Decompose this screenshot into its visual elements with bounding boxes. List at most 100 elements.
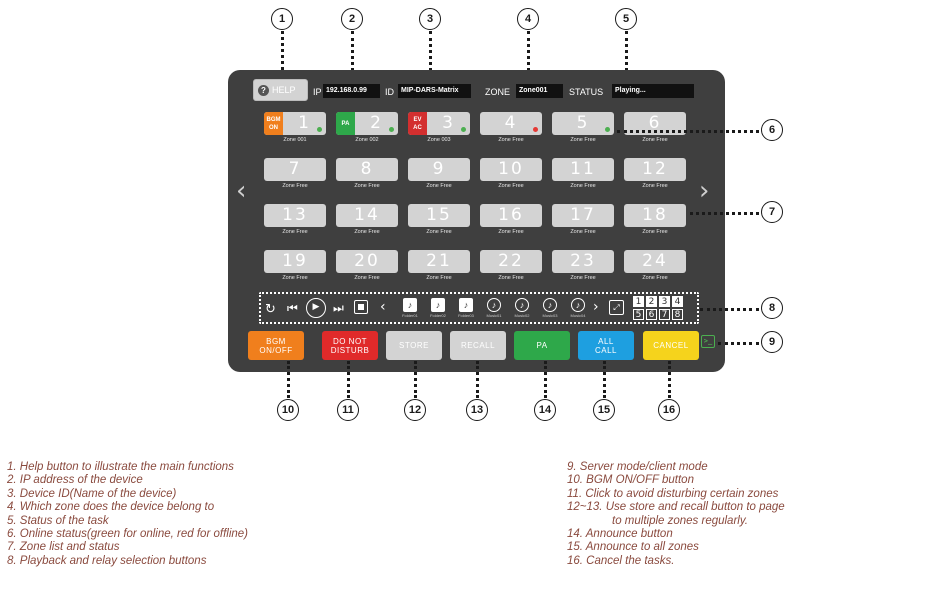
zone-button-16[interactable]: 16	[480, 204, 542, 227]
zone-button-7[interactable]: 7	[264, 158, 326, 181]
help-button[interactable]: ? HELP	[253, 79, 308, 101]
store-button[interactable]: STORE	[386, 331, 442, 360]
legend-item: 3. Device ID(Name of the device)	[7, 487, 177, 500]
relay-5[interactable]: 5	[633, 309, 644, 320]
zone-number: 3	[442, 113, 455, 133]
legend-item: 9. Server mode/client mode	[567, 461, 708, 473]
pa-button[interactable]: PA	[514, 331, 570, 360]
callout-4: 4	[517, 8, 539, 30]
zone-button-4[interactable]: 4	[480, 112, 542, 135]
callout-3: 3	[419, 8, 441, 30]
relay-7[interactable]: 7	[659, 309, 670, 320]
zone-button-15[interactable]: 15	[408, 204, 470, 227]
zone-button-5[interactable]: 5	[552, 112, 614, 135]
online-status-dot	[389, 127, 394, 132]
leader-14	[544, 361, 547, 398]
zone-number: 1	[298, 113, 311, 133]
song-label: Music04	[570, 313, 586, 318]
legend-item: 4. Which zone does the device belong to	[7, 501, 215, 514]
zone-value: Zone001	[516, 84, 563, 98]
legend-item: to multiple zones regularly.	[612, 514, 748, 527]
next-track-icon[interactable]: ⏭	[333, 301, 344, 315]
online-status-dot	[461, 127, 466, 132]
zone-button-11[interactable]: 11	[552, 158, 614, 181]
song-item[interactable]: ♪Folder03	[455, 298, 477, 320]
previous-track-icon[interactable]: ⏮	[287, 301, 298, 315]
legend-item: 7. Zone list and status	[7, 541, 120, 554]
zone-button-20[interactable]: 20	[336, 250, 398, 273]
next-page-icon[interactable]: ›	[699, 176, 710, 206]
zone-status-label: Zone 002	[355, 137, 379, 143]
zone-status-label: Zone Free	[642, 183, 668, 189]
song-list-prev-icon[interactable]: ‹	[380, 299, 386, 315]
zone-number: 22	[498, 251, 524, 271]
legend-item: 5. Status of the task	[7, 514, 109, 527]
song-label: Folder02	[430, 313, 446, 318]
relay-6[interactable]: 6	[646, 309, 657, 320]
zone-number: 9	[432, 159, 446, 179]
zone-button-19[interactable]: 19	[264, 250, 326, 273]
cancel-button[interactable]: CANCEL	[643, 331, 699, 360]
callout-16: 16	[658, 399, 680, 421]
repeat-icon[interactable]: ↻	[265, 302, 276, 317]
recall-button[interactable]: RECALL	[450, 331, 506, 360]
play-icon[interactable]: ▶	[306, 298, 326, 318]
song-label: Music03	[542, 313, 558, 318]
status-value: Playing...	[612, 84, 694, 98]
song-item[interactable]: ♪Folder01	[399, 298, 421, 320]
zone-button-8[interactable]: 8	[336, 158, 398, 181]
pa-button-label: PA	[536, 341, 548, 350]
ip-value: 192.168.0.99	[323, 84, 380, 98]
relay-3[interactable]: 3	[659, 296, 670, 307]
all-call-button-label: ALL	[598, 336, 614, 346]
zone-number: 11	[570, 159, 596, 179]
zone-number: 5	[576, 113, 590, 133]
zone-button-17[interactable]: 17	[552, 204, 614, 227]
song-item[interactable]: ♪Music01	[483, 298, 505, 320]
zone-button-10[interactable]: 10	[480, 158, 542, 181]
zone-button-9[interactable]: 9	[408, 158, 470, 181]
prev-page-icon[interactable]: ‹	[236, 176, 247, 206]
zone-button-21[interactable]: 21	[408, 250, 470, 273]
song-label: Music02	[514, 313, 530, 318]
stop-icon[interactable]	[354, 300, 368, 314]
song-list-next-icon[interactable]: ›	[593, 299, 599, 315]
zone-button-12[interactable]: 12	[624, 158, 686, 181]
song-label: Folder01	[402, 313, 418, 318]
zone-button-18[interactable]: 18	[624, 204, 686, 227]
song-item[interactable]: ♪Folder02	[427, 298, 449, 320]
song-item[interactable]: ♪Music03	[539, 298, 561, 320]
relay-1[interactable]: 1	[633, 296, 644, 307]
zone-status-label: Zone Free	[426, 275, 452, 281]
song-item[interactable]: ♪Music04	[567, 298, 589, 320]
callout-7: 7	[761, 201, 783, 223]
leader-13	[476, 361, 479, 398]
relay-mode-icon[interactable]: ⤢	[609, 300, 624, 315]
leader-16	[668, 361, 671, 398]
song-item[interactable]: ♪Music02	[511, 298, 533, 320]
zone-button-23[interactable]: 23	[552, 250, 614, 273]
zone-button-13[interactable]: 13	[264, 204, 326, 227]
relay-4[interactable]: 4	[672, 296, 683, 307]
zone-button-24[interactable]: 24	[624, 250, 686, 273]
server-mode-icon[interactable]: >_	[701, 335, 715, 348]
music-note-icon: ♪	[487, 298, 501, 312]
music-note-icon: ♪	[543, 298, 557, 312]
zone-status-label: Zone Free	[282, 183, 308, 189]
zone-number: 16	[498, 205, 524, 225]
relay-2[interactable]: 2	[646, 296, 657, 307]
leader-4	[527, 31, 530, 83]
zone-button-22[interactable]: 22	[480, 250, 542, 273]
callout-2: 2	[341, 8, 363, 30]
zone-button-14[interactable]: 14	[336, 204, 398, 227]
relay-8[interactable]: 8	[672, 309, 683, 320]
leader-7	[690, 212, 759, 215]
zone-button-6[interactable]: 6	[624, 112, 686, 135]
zone-number: 15	[426, 205, 452, 225]
